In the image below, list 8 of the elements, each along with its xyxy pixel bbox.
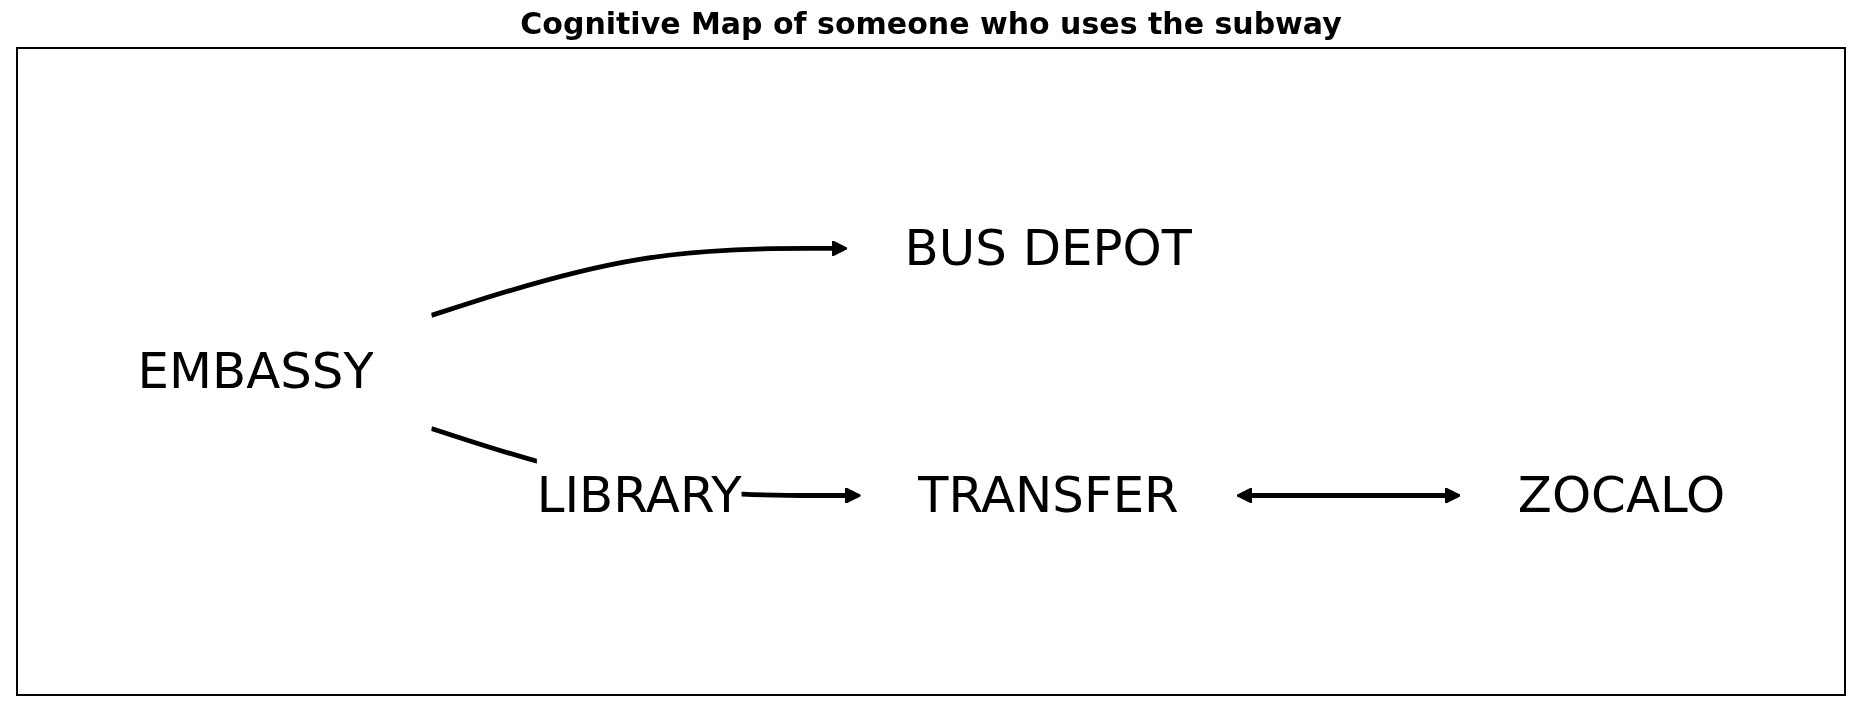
- diagram-title: Cognitive Map of someone who uses the subway: [520, 6, 1342, 41]
- node-text: ZOCALO: [1517, 465, 1725, 523]
- node-text: EMBASSY: [137, 341, 374, 400]
- diagram-frame: LIBRARY EMBASSY BUS DEPOT TRANSFER ZOCALO: [16, 47, 1846, 696]
- node-text: BUS DEPOT: [904, 218, 1192, 276]
- arrow: [430, 239, 848, 318]
- arrow: [1235, 486, 1461, 504]
- node-text: TRANSFER: [917, 465, 1179, 523]
